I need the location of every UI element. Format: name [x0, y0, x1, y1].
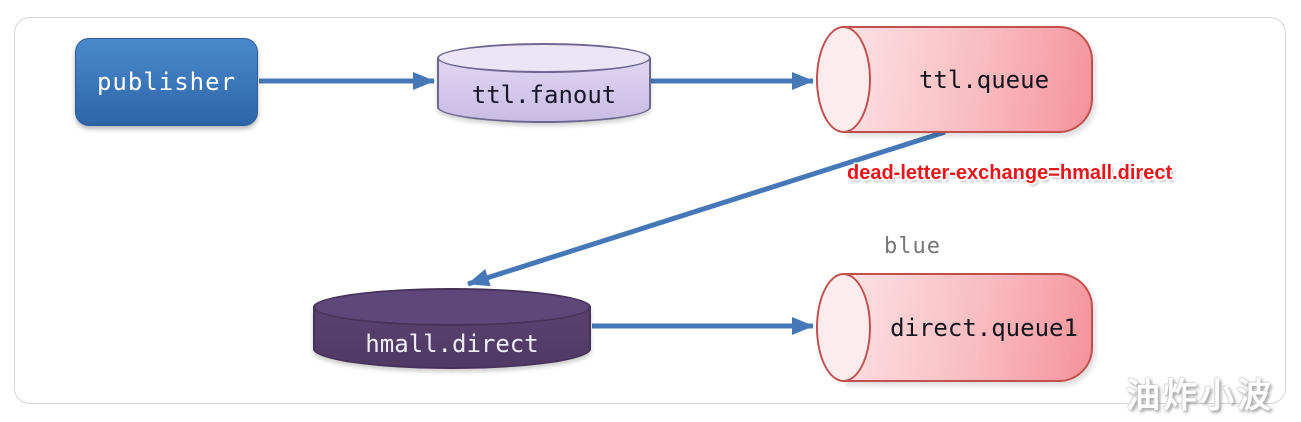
cylinder-end-face [816, 26, 871, 133]
publisher-label: publisher [96, 68, 237, 96]
publisher-node: publisher [75, 38, 258, 126]
routing-key-label: blue [884, 234, 941, 259]
ttl-fanout-label: ttl.fanout [471, 80, 617, 109]
direct-queue1-node: direct.queue1 [816, 273, 1093, 382]
ttl-queue-node: ttl.queue [816, 26, 1093, 133]
cylinder-end-face [816, 273, 871, 382]
ttl-fanout-exchange-node: ttl.fanout [437, 43, 651, 123]
cylinder-top-face [437, 43, 651, 73]
direct-queue1-label: direct.queue1 [890, 313, 1078, 342]
cylinder-body: ttl.queue [843, 26, 1093, 133]
watermark-text: 油炸小波 [1126, 376, 1274, 416]
hmall-direct-label: hmall.direct [365, 330, 539, 358]
hmall-direct-exchange-node: hmall.direct [313, 288, 591, 369]
cylinder-top-face [313, 288, 591, 326]
ttl-queue-label: ttl.queue [918, 65, 1050, 94]
cylinder-body: direct.queue1 [843, 273, 1093, 382]
dead-letter-exchange-annotation: dead-letter-exchange=hmall.direct [847, 162, 1173, 184]
